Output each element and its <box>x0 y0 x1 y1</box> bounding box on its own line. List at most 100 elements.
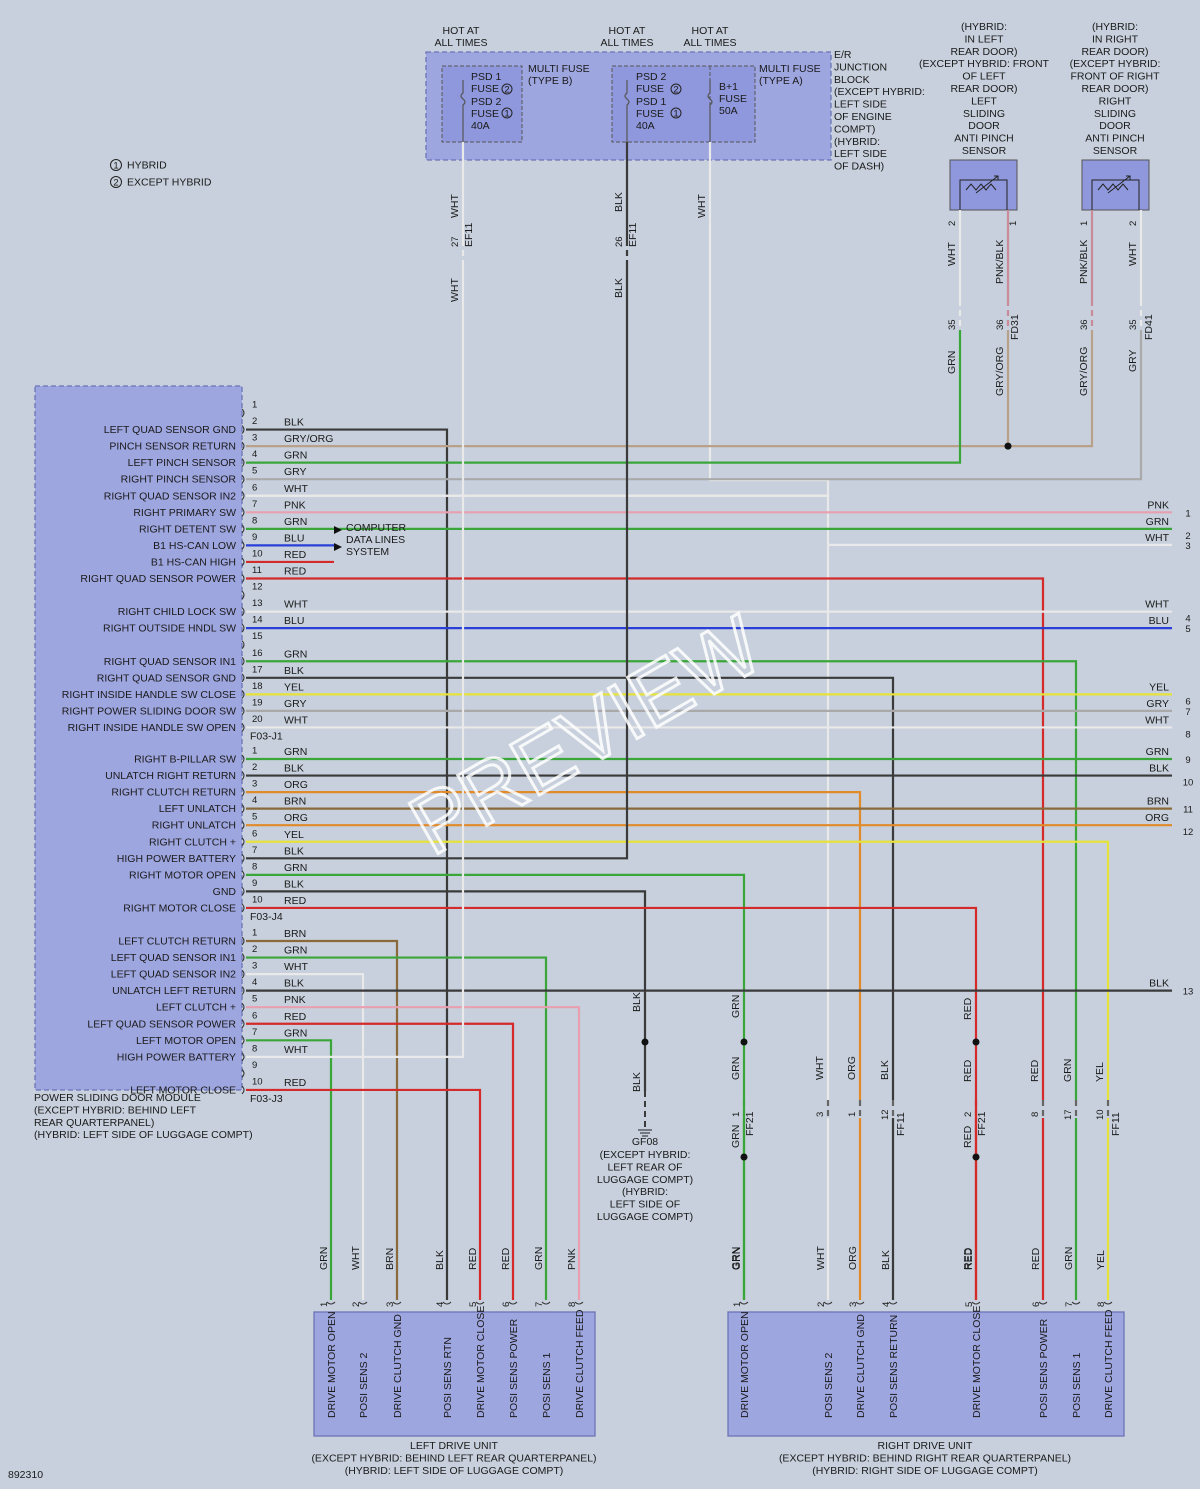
drive-pin-number: 1 <box>732 1302 743 1307</box>
pin-bracket-icon <box>241 870 245 880</box>
jb-label-line: OF ENGINE <box>834 111 892 123</box>
module-pin-number: 8 <box>252 1043 257 1054</box>
module-wire-color: RED <box>284 895 307 907</box>
module-pin-number: 6 <box>252 482 257 493</box>
pin-bracket-icon <box>241 1035 245 1045</box>
right-drive-unit <box>727 1311 1125 1437</box>
ground-desc-line: LEFT REAR OF <box>607 1161 682 1173</box>
pin-bracket-icon <box>241 425 245 434</box>
module-wire-color: ORG <box>284 779 308 791</box>
drive-pin-name: DRIVE CLUTCH GND <box>392 1314 404 1418</box>
pin-bracket-icon <box>241 1069 245 1078</box>
module-pin-number: 9 <box>252 532 257 543</box>
module-wire-color: GRN <box>284 1027 307 1039</box>
drive-pin-name: POSI SENS POWER <box>1038 1318 1050 1418</box>
module-pin-number: 1 <box>252 400 257 411</box>
jb-label-line: LEFT SIDE <box>834 148 887 160</box>
pin-bracket-icon <box>971 1301 981 1305</box>
r-clutch-ret-wire <box>246 790 862 1100</box>
l-motor-open-wire <box>246 1039 333 1300</box>
drive-wire-color: RED <box>963 1247 975 1270</box>
ls-label-line: DOOR <box>968 120 1000 132</box>
output-wire-color: GRN <box>1146 746 1169 758</box>
output-wire-color: BLK <box>1149 978 1169 990</box>
drive-pin-number: 2 <box>816 1302 827 1307</box>
module-wire-color: GRY <box>284 466 307 478</box>
conn-label: FD31 <box>1009 314 1021 340</box>
conn-pin: 3 <box>815 1112 826 1117</box>
pin-bracket-icon <box>241 754 245 764</box>
fuse-b1-line: 50A <box>719 105 738 117</box>
pin-bracket-icon <box>392 1301 402 1305</box>
fuse-a-type: (TYPE A) <box>759 75 803 87</box>
module-wire-color: ORG <box>284 812 308 824</box>
hp-battery-wire <box>246 260 629 860</box>
module-pin-number: 20 <box>252 714 263 725</box>
multi-fuse-type-a <box>611 65 756 143</box>
ls-label-line: (EXCEPT HYBRID: FRONT <box>919 58 1049 70</box>
drive-wire-color: WHT <box>815 1246 827 1270</box>
legend: 1 HYBRID 2 EXCEPT HYBRID <box>110 159 212 189</box>
module-pin-number: 1 <box>252 928 257 939</box>
drive-pin-name: POSI SENS 1 <box>1071 1352 1083 1418</box>
pin-bracket-icon <box>1071 1301 1081 1305</box>
module-wire-color: BLU <box>284 615 304 627</box>
output-wire-color: BLU <box>1149 615 1169 627</box>
module-label: POWER SLIDING DOOR MODULE <box>34 1092 201 1104</box>
pin-bracket-icon <box>241 673 245 683</box>
fuse-a-line: PSD 2 <box>636 71 667 83</box>
drive-pin-number: 5 <box>468 1302 479 1307</box>
pin-bracket-icon <box>241 936 245 946</box>
ground-name: GF08 <box>632 1136 658 1148</box>
pin-bracket-icon <box>241 887 245 896</box>
module-pin-number: 17 <box>252 664 263 675</box>
fuse-b-title: MULTI FUSE <box>528 63 590 75</box>
rq-gnd-wire <box>246 676 895 1100</box>
conn-pin: 10 <box>1095 1109 1106 1120</box>
module-pin-number: 9 <box>252 878 257 889</box>
wire-label: RED <box>962 1059 974 1082</box>
drive-pin-name: POSI SENS 2 <box>358 1352 370 1418</box>
rs-label-line: RIGHT <box>1099 95 1132 107</box>
module-pin-name: PINCH SENSOR RETURN <box>109 441 236 453</box>
wire-label: WHT <box>696 194 708 218</box>
hot-label-b: ALL TIMES <box>600 37 653 49</box>
drive-pin-name: DRIVE CLUTCH FEED <box>574 1309 586 1418</box>
module-wire-color: WHT <box>284 1044 308 1056</box>
drive-pin-name: POSI SENS POWER <box>508 1318 520 1418</box>
module-pin-name: RIGHT CLUTCH RETURN <box>111 787 236 799</box>
drive-unit-label: RIGHT DRIVE UNIT <box>878 1440 973 1452</box>
module-pin-name: RIGHT INSIDE HANDLE SW OPEN <box>68 722 236 734</box>
wire-label: GRY <box>1127 349 1139 372</box>
conn-label: EF11 <box>627 223 639 247</box>
pin-bracket-icon <box>241 853 245 863</box>
drive-wire-color: GRN <box>731 1247 743 1270</box>
wire-label: PNK/BLK <box>1078 240 1090 284</box>
lq-power-wire <box>246 1022 515 1300</box>
module-wire-color: PNK <box>284 499 306 511</box>
module-wire-color: YEL <box>284 681 304 693</box>
module-pin-name: RIGHT QUAD SENSOR IN2 <box>104 490 236 502</box>
wire-label: RED <box>962 997 974 1020</box>
arrow-right-icon <box>334 543 342 551</box>
sensor-pin: 1 <box>1079 221 1090 226</box>
wire-label: GRY/ORG <box>994 347 1006 396</box>
ls-label-line: LEFT <box>971 95 997 107</box>
left-quad-gnd-wire <box>246 428 449 1300</box>
ground-desc-line: (HYBRID: <box>622 1186 668 1198</box>
fuse-b-line: FUSE <box>471 108 499 120</box>
module-pin-number: 3 <box>252 433 257 444</box>
pin-bracket-icon <box>241 969 245 979</box>
jb-label-line: LEFT SIDE <box>834 99 887 111</box>
module-wire-color: RED <box>284 549 307 561</box>
module-pin-name: RIGHT PRIMARY SW <box>133 507 236 519</box>
fuse-a-title: MULTI FUSE <box>759 63 821 75</box>
output-number: 4 <box>1185 614 1190 625</box>
pin-bracket-icon <box>574 1301 584 1305</box>
conn-label: FF21 <box>976 1111 988 1136</box>
module-pin-name: LEFT CLUTCH RETURN <box>118 936 236 948</box>
drive-pin-name: POSI SENS 2 <box>823 1352 835 1418</box>
pin-bracket-icon <box>541 1301 551 1305</box>
